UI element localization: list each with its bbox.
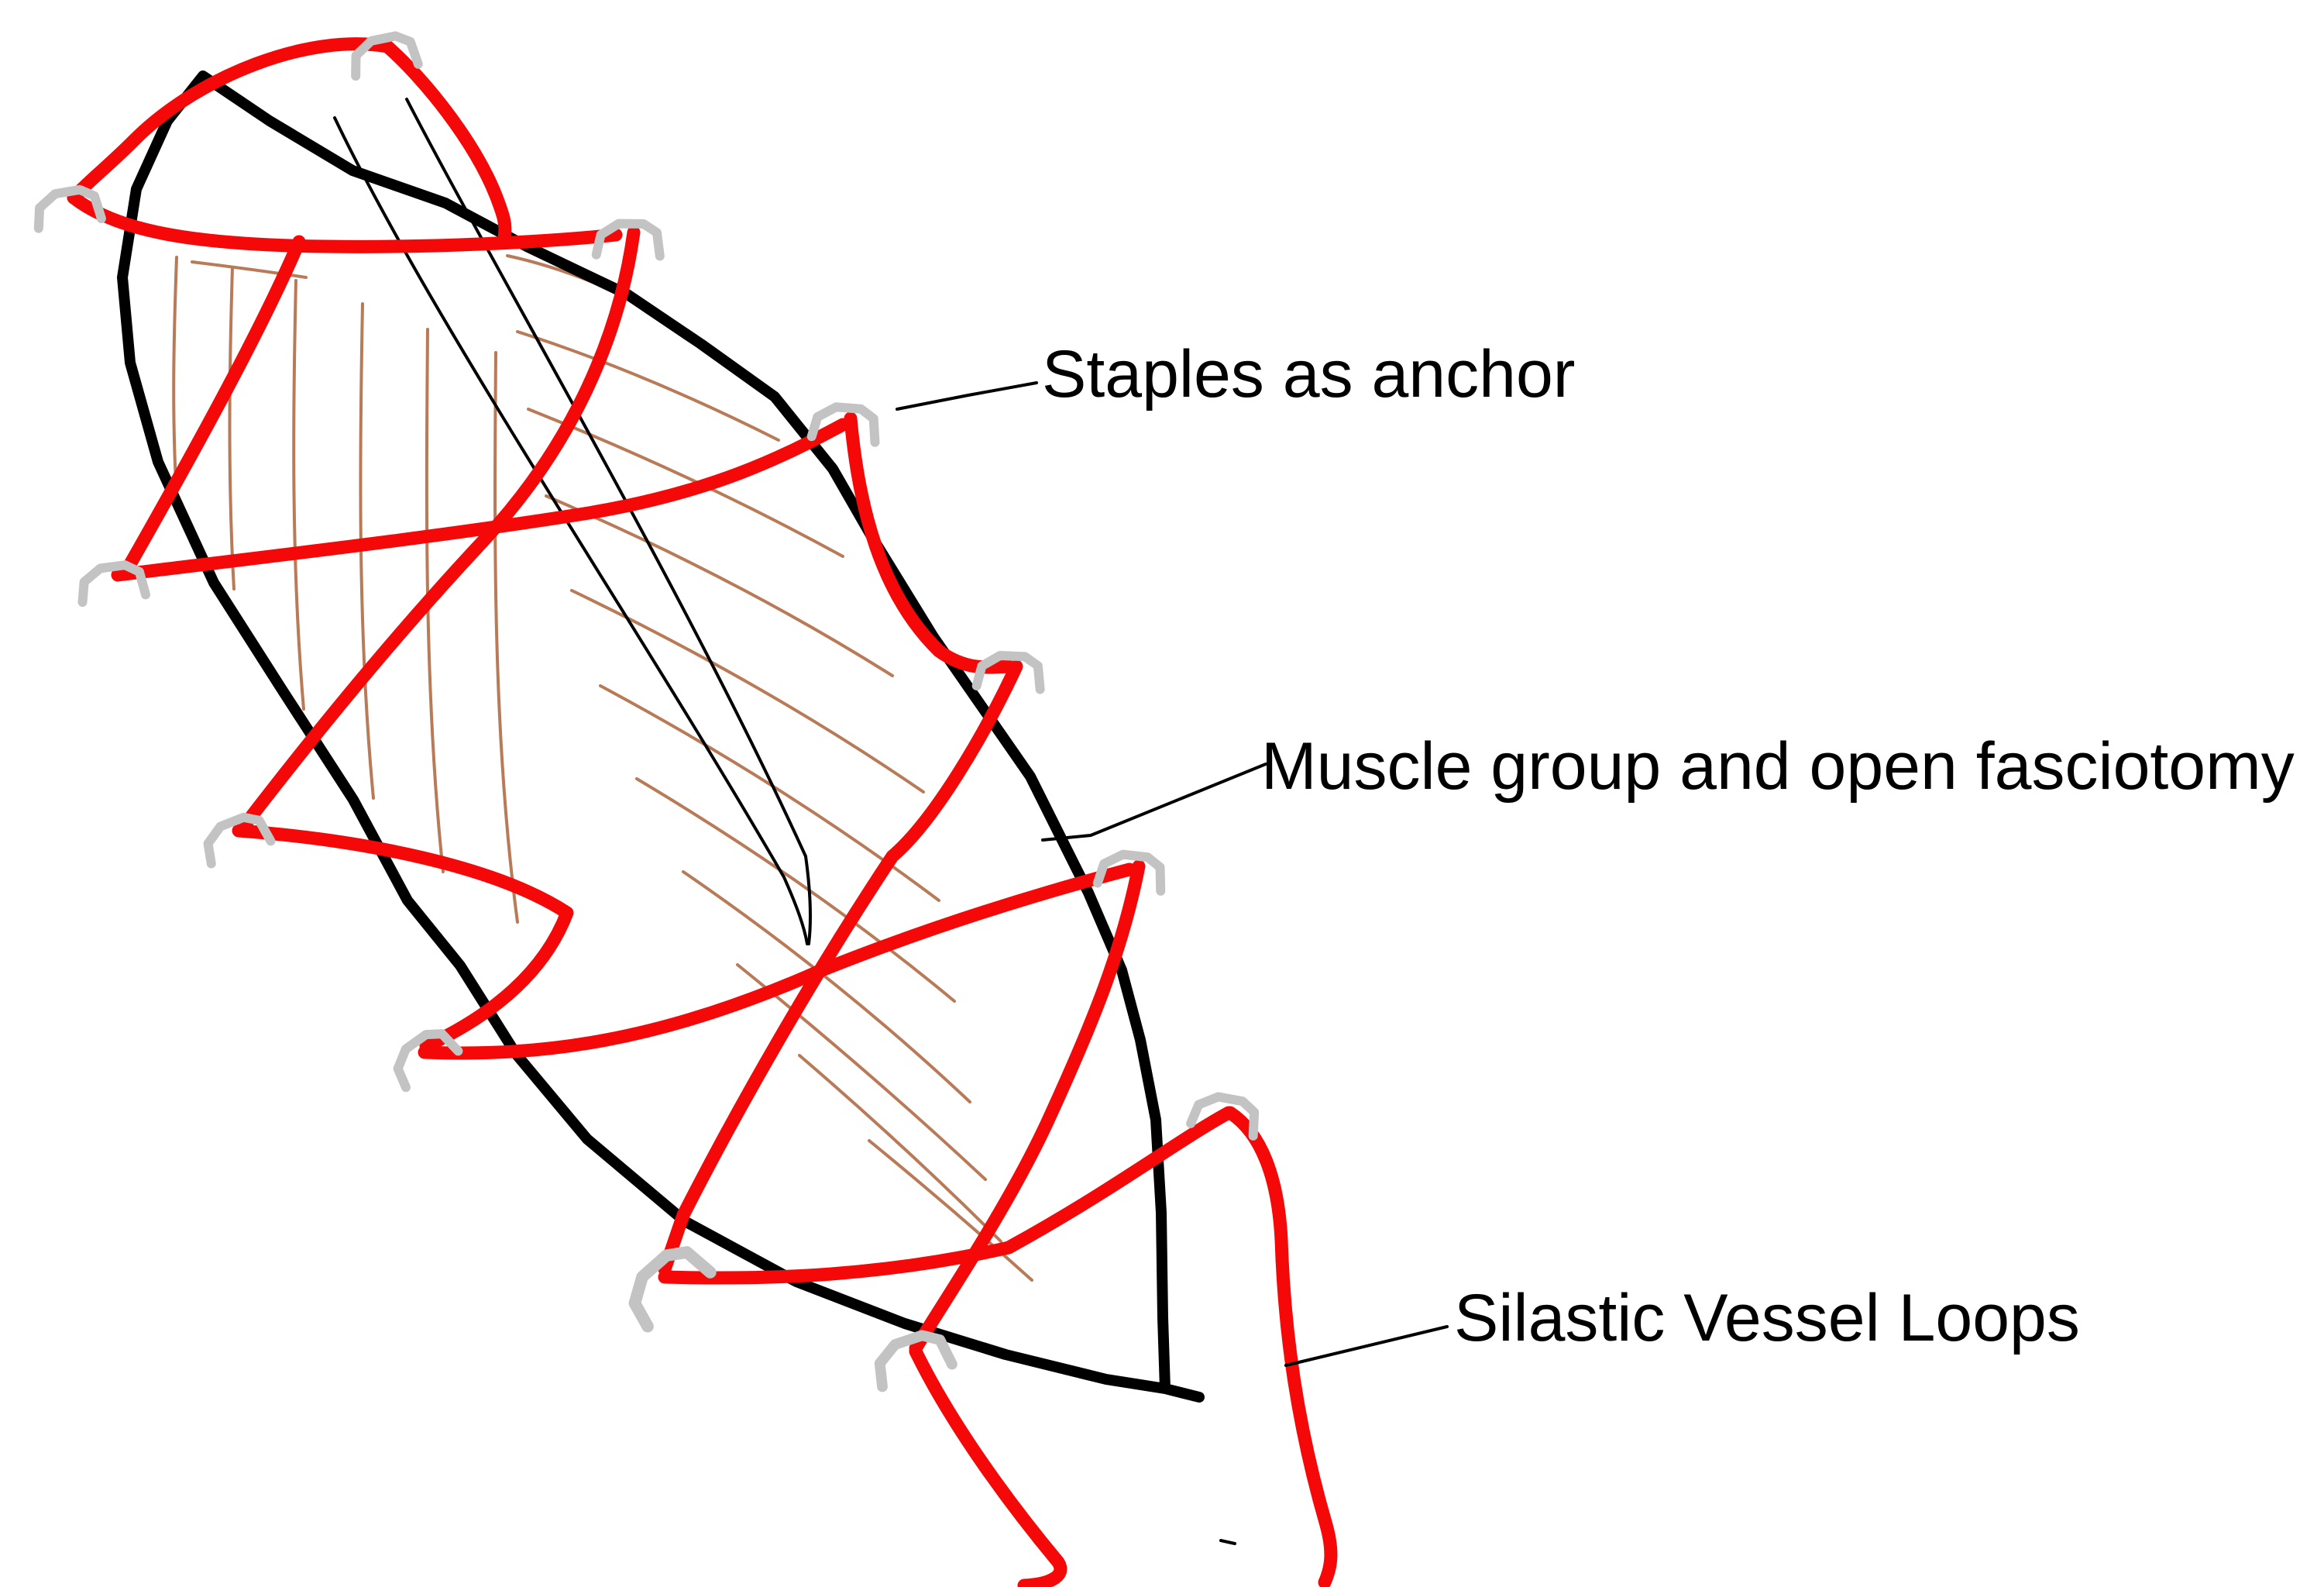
stray-mark [1219,1539,1236,1545]
vessel-loop-segment [123,235,306,571]
label-staples-as-anchor: Staples as anchor [1042,337,1575,411]
vessel-loop-segment [418,862,1136,1060]
muscle-fiber-line [868,1139,1033,1282]
vessel-loop-free-end [909,1344,1067,1587]
vessel-loop-segment [658,659,1023,1276]
vessel-loop-segment [67,191,623,253]
vessel-loop-segment [658,1106,1236,1285]
muscle-fiber-line [798,1054,1002,1243]
muscle-fiber-line [545,494,894,677]
muscle-fiber-line [599,684,940,902]
leader-lines [896,381,1449,1545]
incision-line [333,116,809,945]
vessel-loop-segment [67,37,394,205]
staple-icon [80,564,146,603]
vessel-loop-segment [239,225,641,830]
vessel-loop-segment [909,859,1146,1355]
muscle-fiber-line [493,351,519,924]
muscle-fiber-line [570,589,925,794]
fasciotomy-incision [333,98,813,945]
leader-line-staples [896,381,1038,411]
incision-line [405,98,813,945]
label-muscle-group: Muscle group and open fasciotomy [1261,729,2295,804]
vessel-loop-segment [380,40,512,244]
label-silastic-vessel-loops: Silastic Vessel Loops [1454,1281,2080,1355]
muscle-fiber-line [635,777,956,1003]
vessel-loop-free-end [1223,1106,1338,1587]
muscle-fiber-line [682,870,971,1103]
vessel-loop-segment [111,418,850,582]
vessel-loop-segment [232,824,574,1053]
muscle-fiber-line [292,279,305,711]
muscle-fiber-line [172,256,178,497]
leader-line-muscle [1041,763,1267,842]
leader-line-loops [1284,1325,1449,1367]
muscle-fiber-line [191,260,308,279]
muscle-fiber-line [516,330,780,442]
muscle-fiber-line [228,266,235,590]
